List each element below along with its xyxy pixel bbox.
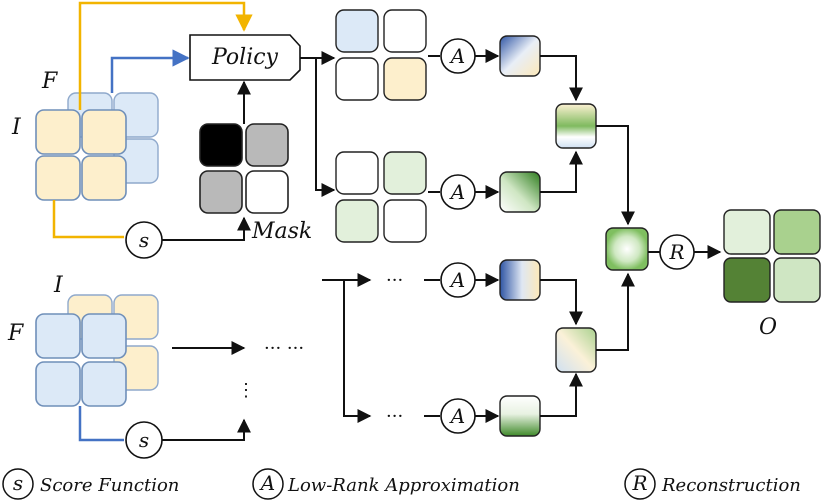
merged-tile-top bbox=[555, 103, 597, 149]
legend: s Score Function A Low-Rank Approximatio… bbox=[2, 468, 801, 500]
legend-recon-icon bbox=[624, 468, 656, 500]
legend-score-function: Score Function bbox=[40, 475, 179, 496]
legend-reconstruction: Reconstruction bbox=[661, 475, 801, 496]
lowrank4-to-merge-arrow bbox=[540, 372, 583, 417]
legend-score-symbol: s bbox=[13, 471, 23, 495]
lowrank3-to-merge-arrow bbox=[540, 279, 583, 326]
label-f-top: F bbox=[41, 69, 58, 94]
merge-bottom-to-final-arrow bbox=[596, 272, 635, 351]
label-f-bottom: F bbox=[7, 321, 24, 346]
top-feature-grid bbox=[35, 92, 159, 201]
selected-group-1 bbox=[335, 9, 427, 101]
score-symbol-bottom: s bbox=[139, 428, 149, 452]
lowrank-tile-4 bbox=[499, 395, 541, 437]
image-to-policy-arrow bbox=[78, 1, 253, 110]
legend-score-icon bbox=[2, 468, 34, 500]
score-bottom-arrow bbox=[162, 418, 251, 441]
approx-symbol-2: A bbox=[449, 180, 465, 204]
label-i-bottom: I bbox=[53, 273, 64, 298]
ellipsis-vertical: ⋮ bbox=[237, 380, 255, 401]
fanout-lower-arrow bbox=[343, 280, 372, 423]
lowrank-tile-2 bbox=[499, 171, 541, 213]
recon-symbol: R bbox=[668, 240, 684, 264]
label-i-top: I bbox=[11, 115, 22, 140]
score-to-mask-arrow bbox=[162, 216, 251, 241]
legend-low-rank: Low-Rank Approximation bbox=[287, 475, 520, 496]
lowrank-tile-1 bbox=[499, 35, 541, 77]
image-to-score-line bbox=[52, 200, 124, 239]
lowrank1-to-merge-arrow bbox=[540, 55, 583, 102]
lowrank-tile-3 bbox=[499, 259, 541, 301]
lowrank2-to-merge-arrow bbox=[540, 150, 583, 193]
legend-approx-symbol: A bbox=[259, 471, 275, 495]
merge-top-to-final-arrow bbox=[596, 125, 635, 226]
legend-recon-symbol: R bbox=[631, 471, 647, 495]
mask-grid bbox=[199, 123, 289, 214]
ellipsis-upper: ··· bbox=[386, 270, 403, 291]
feature-to-policy-arrow bbox=[110, 49, 190, 93]
policy-label: Policy bbox=[211, 45, 279, 70]
merged-tile-final bbox=[605, 227, 649, 271]
score-symbol-top: s bbox=[139, 228, 149, 252]
output-label: O bbox=[759, 315, 777, 340]
feature-to-score-line bbox=[78, 406, 124, 442]
approx-symbol-3: A bbox=[449, 268, 465, 292]
selected-group-2 bbox=[335, 151, 427, 243]
ellipsis-wide: ··· ··· bbox=[264, 338, 304, 359]
legend-approx-icon bbox=[252, 468, 284, 500]
bottom-feature-grid bbox=[35, 294, 159, 407]
approx-symbol-1: A bbox=[449, 44, 465, 68]
policy-to-group2-arrow bbox=[315, 58, 336, 197]
output-grid bbox=[723, 209, 821, 303]
mask-label: Mask bbox=[251, 219, 312, 244]
policy-box bbox=[189, 34, 301, 81]
merged-tile-bottom bbox=[555, 327, 597, 373]
ellipsis-lower: ··· bbox=[386, 406, 403, 427]
approx-symbol-4: A bbox=[449, 404, 465, 428]
